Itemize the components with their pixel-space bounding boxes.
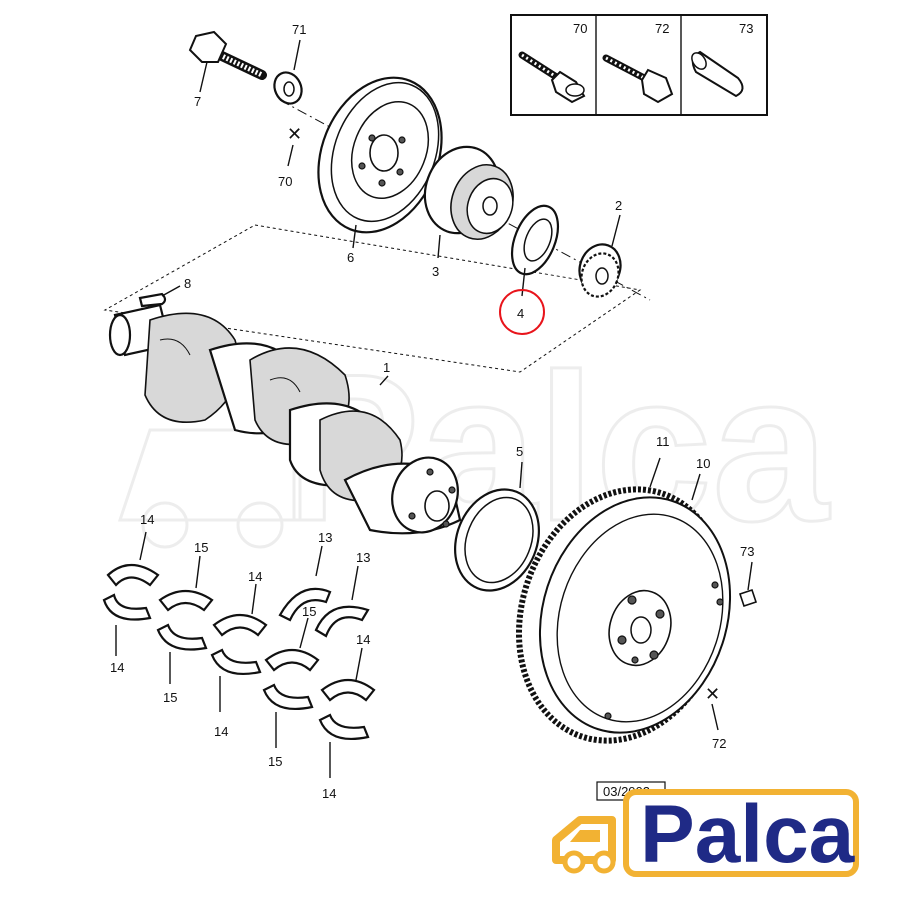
highlight-circle [499, 289, 545, 335]
crankshaft [108, 303, 462, 535]
subassembly-outline [103, 224, 642, 373]
hex-bolt-icon [602, 54, 674, 104]
callout-14e: 14 [356, 632, 370, 647]
callout-14d: 14 [214, 724, 228, 739]
callout-13a: 13 [318, 530, 332, 545]
callout-6: 6 [347, 250, 354, 265]
callout-2: 2 [615, 198, 622, 213]
callout-1: 1 [383, 360, 390, 375]
callout-14b: 14 [110, 660, 124, 675]
dowel-pin-icon [691, 50, 744, 98]
callout-11: 11 [656, 434, 670, 449]
inset-label-73: 73 [739, 21, 753, 36]
inset-label-70: 70 [573, 21, 587, 36]
watermark-truck-icon [117, 428, 302, 549]
inset-label-72: 72 [655, 21, 669, 36]
callout-70: 70 [278, 174, 292, 189]
callout-14f: 14 [322, 786, 336, 801]
logo-text: Palca [640, 789, 856, 880]
callout-5: 5 [516, 444, 523, 459]
crankshaft-sprocket [578, 243, 622, 298]
callout-8: 8 [184, 276, 191, 291]
flange-bolt-icon [518, 51, 586, 104]
callout-72: 72 [712, 736, 726, 751]
truck-icon [552, 816, 616, 874]
callout-3: 3 [432, 264, 439, 279]
cross-mark-72: ✕ [705, 684, 720, 705]
crankshaft-pulley [317, 76, 443, 234]
timing-gear [423, 145, 514, 240]
callout-73: 73 [740, 544, 754, 559]
callout-4: 4 [517, 306, 524, 321]
callout-15b: 15 [163, 690, 177, 705]
woodruff-key [138, 292, 167, 308]
main-bearing-shells [102, 563, 376, 741]
callout-14a: 14 [140, 512, 154, 527]
callout-13b: 13 [356, 550, 370, 565]
cross-mark-70: ✕ [287, 124, 302, 145]
callout-15a: 15 [194, 540, 208, 555]
pulley-washer [273, 71, 303, 105]
callout-15d: 15 [268, 754, 282, 769]
callout-71: 71 [292, 22, 306, 37]
fastener-inset: 70 72 73 [510, 14, 768, 116]
callout-14c: 14 [248, 569, 262, 584]
callout-7: 7 [194, 94, 201, 109]
rear-main-seal [454, 488, 540, 592]
callout-15c: 15 [302, 604, 316, 619]
palca-logo[interactable]: Palca [552, 789, 859, 880]
callout-10: 10 [696, 456, 710, 471]
flywheel-dowel [738, 588, 758, 608]
crankshaft-oil-seal [510, 204, 560, 276]
thrust-washers [278, 587, 370, 638]
flywheel [515, 486, 732, 744]
crank-pulley-bolt [188, 30, 267, 80]
